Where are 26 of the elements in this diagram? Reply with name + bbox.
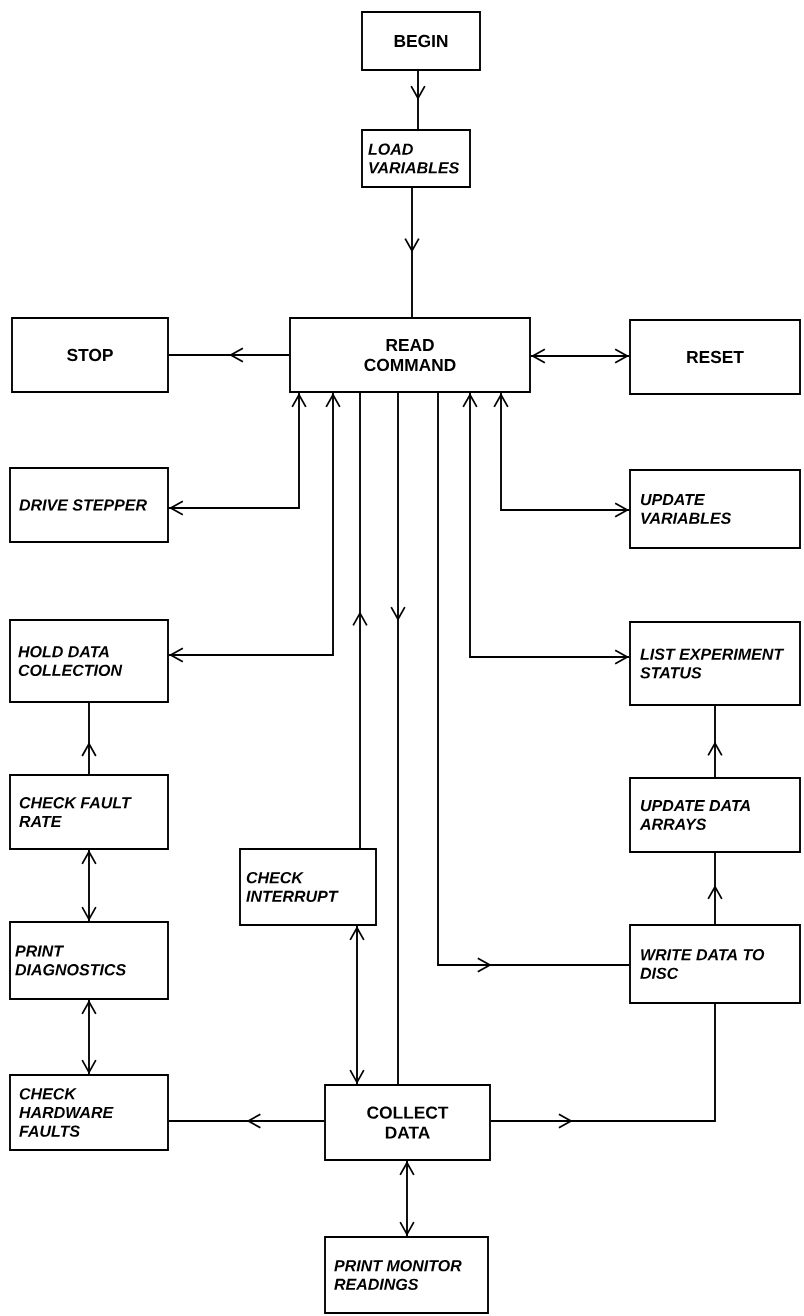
process-box: UPDATE VARIABLES <box>629 469 801 549</box>
arrow <box>349 925 365 1085</box>
process-box: PRINT DIAGNOSTICS <box>9 921 169 1000</box>
arrow <box>81 999 97 1075</box>
arrow <box>462 392 630 665</box>
process-box: CHECK INTERRUPT <box>239 848 377 926</box>
process-box: DRIVE STEPPER <box>9 467 169 543</box>
process-box: COLLECT DATA <box>324 1084 491 1161</box>
process-box: READ COMMAND <box>289 317 531 393</box>
process-box: PRINT MONITOR READINGS <box>324 1236 489 1314</box>
process-box: UPDATE DATA ARRAYS <box>629 777 801 853</box>
process-box: CHECK FAULT RATE <box>9 774 169 850</box>
process-box: WRITE DATA TO DISC <box>629 924 801 1004</box>
arrow <box>493 392 630 518</box>
arrow <box>399 1160 415 1237</box>
process-box: LIST EXPERIMENT STATUS <box>629 621 801 706</box>
process-box: CHECK HARDWARE FAULTS <box>9 1074 169 1151</box>
process-box: HOLD DATA COLLECTION <box>9 619 169 703</box>
arrow <box>81 849 97 922</box>
arrow <box>530 348 630 364</box>
arrow <box>168 392 307 516</box>
process-box: RESET <box>629 319 801 395</box>
process-box: STOP <box>11 317 169 393</box>
process-box: BEGIN <box>361 11 481 71</box>
process-box: LOAD VARIABLES <box>361 129 471 188</box>
arrow <box>168 392 341 663</box>
